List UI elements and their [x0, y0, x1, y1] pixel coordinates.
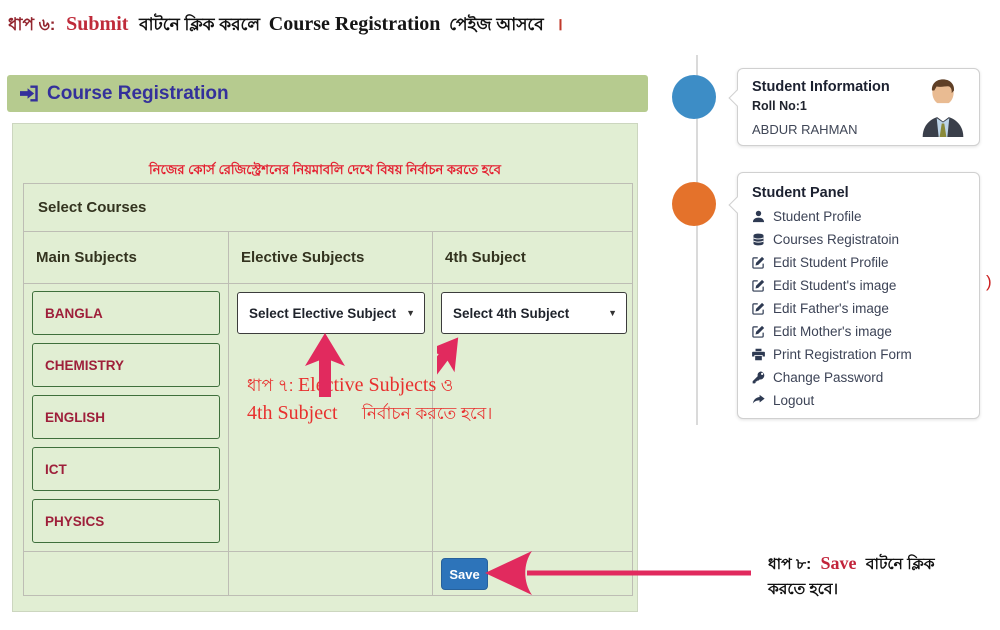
stray-bracket-mark: ) — [986, 272, 992, 291]
step6-course-word: Course Registration — [268, 13, 441, 35]
step8-text2: করতে হবে। — [768, 581, 839, 598]
step7-annotation: ধাপ ৭: Elective Subjects ও 4th Subject ন… — [247, 372, 492, 428]
timeline-line — [696, 55, 698, 425]
student-panel-menu-item[interactable]: Edit Student Profile — [752, 255, 965, 270]
step6-text-end: পেইজ আসবে — [449, 15, 544, 34]
edit-icon — [752, 325, 766, 339]
student-panel-menu: Student Profile Courses Registratoin Edi… — [752, 209, 965, 408]
step8-text1: বাটনে ক্লিক — [865, 556, 935, 573]
step7-text: নির্বাচন করতে হবে। — [362, 404, 493, 423]
fourth-subject-selected-value: Select 4th Subject — [453, 305, 570, 321]
step8-annotation: ধাপ ৮: Save বাটনে ক্লিক করতে হবে। — [768, 551, 935, 602]
user-icon — [752, 210, 766, 224]
course-registration-panel: নিজের কোর্স রেজিস্ট্রেশনের নিয়মাবলি দেখ… — [12, 123, 638, 612]
select-courses-label: Select Courses — [38, 199, 147, 216]
select-courses-row: Select Courses — [24, 184, 632, 232]
menu-item-label: Edit Father's image — [773, 301, 889, 316]
edit-icon — [752, 279, 766, 293]
step7-label: ধাপ ৭: — [247, 376, 294, 395]
menu-item-label: Student Profile — [773, 209, 862, 224]
arrow-up-4th-subject — [437, 337, 459, 384]
fourth-subject-select[interactable]: Select 4th Subject ▼ — [441, 292, 627, 334]
menu-item-label: Print Registration Form — [773, 347, 912, 362]
student-panel-title: Student Panel — [752, 185, 849, 201]
chevron-down-icon: ▼ — [406, 308, 415, 318]
student-panel-menu-item[interactable]: Print Registration Form — [752, 347, 965, 362]
student-panel-menu-item[interactable]: Edit Father's image — [752, 301, 965, 316]
main-subject-option[interactable]: PHYSICS — [32, 499, 220, 543]
timeline-dot-blue — [672, 75, 716, 119]
page-title: Course Registration — [47, 82, 229, 104]
student-panel-menu-item[interactable]: Student Profile — [752, 209, 965, 224]
course-table: Select Courses Main Subjects Elective Su… — [23, 183, 633, 596]
table-body-row: BANGLA CHEMISTRY ENGLISH — [24, 284, 632, 552]
main-subject-option[interactable]: CHEMISTRY — [32, 343, 220, 387]
student-information-card: Student Information Roll No:1 ABDUR RAHM… — [728, 68, 980, 146]
sign-in-icon — [19, 85, 38, 102]
student-panel-menu-item[interactable]: Change Password — [752, 370, 965, 385]
step7-conj: ও — [440, 376, 454, 395]
student-info-title: Student Information — [752, 79, 890, 95]
table-footer-row: Save — [24, 552, 632, 595]
student-name: ABDUR RAHMAN — [752, 122, 858, 137]
timeline-dot-orange — [672, 182, 716, 226]
student-panel-card: Student Panel Student Profile Courses Re… — [728, 172, 980, 419]
edit-icon — [752, 256, 766, 270]
step7-elective-word: Elective Subjects — [297, 374, 437, 396]
save-button[interactable]: Save — [441, 558, 488, 590]
table-header-row: Main Subjects Elective Subjects 4th Subj… — [24, 232, 632, 284]
main-subject-option[interactable]: ICT — [32, 447, 220, 491]
key-icon — [752, 371, 766, 385]
menu-item-label: Courses Registratoin — [773, 232, 900, 247]
chevron-down-icon: ▼ — [608, 308, 617, 318]
student-panel-menu-item[interactable]: Edit Mother's image — [752, 324, 965, 339]
step8-label: ধাপ ৮: — [768, 556, 812, 573]
step7-4th-word: 4th Subject — [247, 402, 338, 424]
save-cell: Save — [432, 552, 632, 595]
main-subject-label: BANGLA — [45, 305, 103, 321]
student-panel-menu-item[interactable]: Courses Registratoin — [752, 232, 965, 247]
student-roll: Roll No:1 — [752, 99, 807, 113]
step6-label: ধাপ ৬: — [8, 15, 56, 34]
edit-icon — [752, 302, 766, 316]
print-icon — [752, 348, 766, 362]
menu-item-label: Edit Student's image — [773, 278, 897, 293]
menu-item-label: Edit Mother's image — [773, 324, 892, 339]
logout-icon — [752, 394, 766, 408]
main-subjects-cell: BANGLA CHEMISTRY ENGLISH — [24, 284, 228, 551]
menu-item-label: Logout — [773, 393, 815, 408]
main-subject-label: ENGLISH — [45, 409, 106, 425]
fourth-subject-cell: Select 4th Subject ▼ — [432, 284, 632, 551]
step6-note: ধাপ ৬: Submit বাটনে ক্লিক করলে Course Re… — [8, 12, 563, 40]
course-registration-header: Course Registration — [7, 75, 648, 112]
student-panel-menu-item[interactable]: Logout — [752, 393, 965, 408]
elective-subject-select[interactable]: Select Elective Subject ▼ — [237, 292, 425, 334]
main-subject-label: ICT — [45, 461, 67, 477]
step6-text-mid: বাটনে ক্লিক করলে — [139, 15, 261, 34]
card-notch — [728, 89, 746, 107]
database-icon — [752, 233, 766, 247]
step8-save-word: Save — [820, 553, 857, 573]
main-subject-option[interactable]: BANGLA — [32, 291, 220, 335]
registration-instruction: নিজের কোর্স রেজিস্ট্রেশনের নিয়মাবলি দেখ… — [149, 162, 501, 177]
step6-submit-word: Submit — [66, 13, 129, 35]
col-header-main-subjects: Main Subjects — [36, 249, 137, 266]
student-panel-menu-item[interactable]: Edit Student's image — [752, 278, 965, 293]
main-subject-list: BANGLA CHEMISTRY ENGLISH — [24, 284, 228, 550]
card-notch — [728, 196, 746, 214]
col-header-elective-subjects: Elective Subjects — [228, 232, 432, 283]
arrow-left-save — [485, 551, 751, 595]
student-avatar — [922, 79, 964, 137]
main-subject-label: PHYSICS — [45, 513, 105, 529]
elective-subject-cell: Select Elective Subject ▼ — [228, 284, 432, 551]
main-subject-label: CHEMISTRY — [45, 357, 125, 373]
menu-item-label: Change Password — [773, 370, 884, 385]
menu-item-label: Edit Student Profile — [773, 255, 889, 270]
arrow-up-elective — [305, 333, 345, 397]
main-subject-option[interactable]: ENGLISH — [32, 395, 220, 439]
col-header-4th-subject: 4th Subject — [432, 232, 632, 283]
step6-danda: । — [556, 15, 563, 34]
elective-subject-selected-value: Select Elective Subject — [249, 305, 397, 321]
